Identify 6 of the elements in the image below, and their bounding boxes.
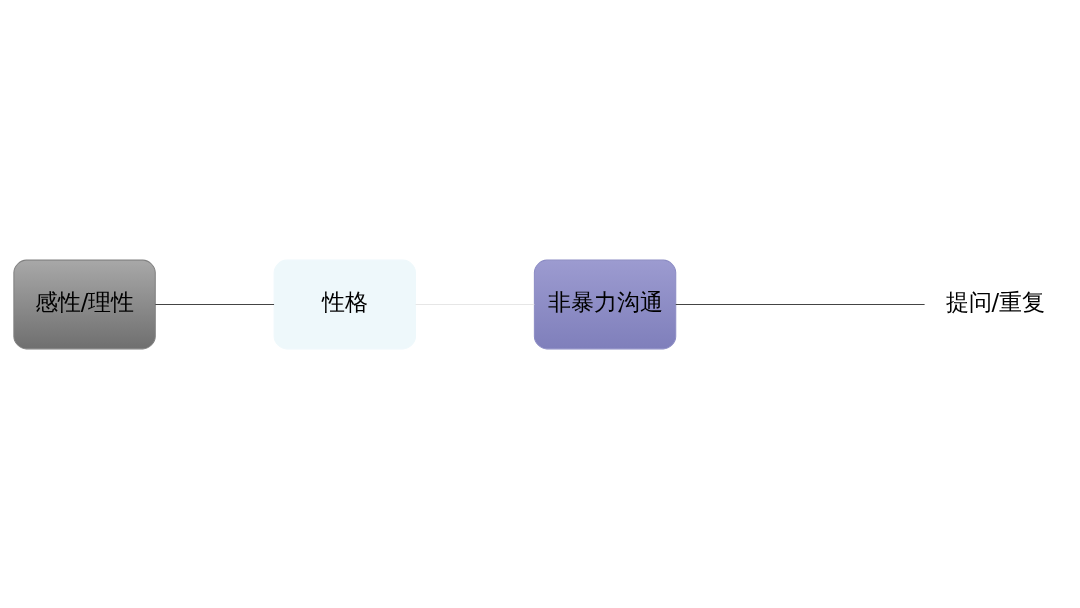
node-box: 非暴力沟通 — [533, 259, 677, 349]
connector — [675, 303, 926, 305]
node-box: 性格 — [273, 259, 416, 349]
connector — [154, 303, 275, 305]
node-text: 提问/重复 — [945, 288, 1046, 315]
node-box: 感性/理性 — [13, 259, 156, 349]
